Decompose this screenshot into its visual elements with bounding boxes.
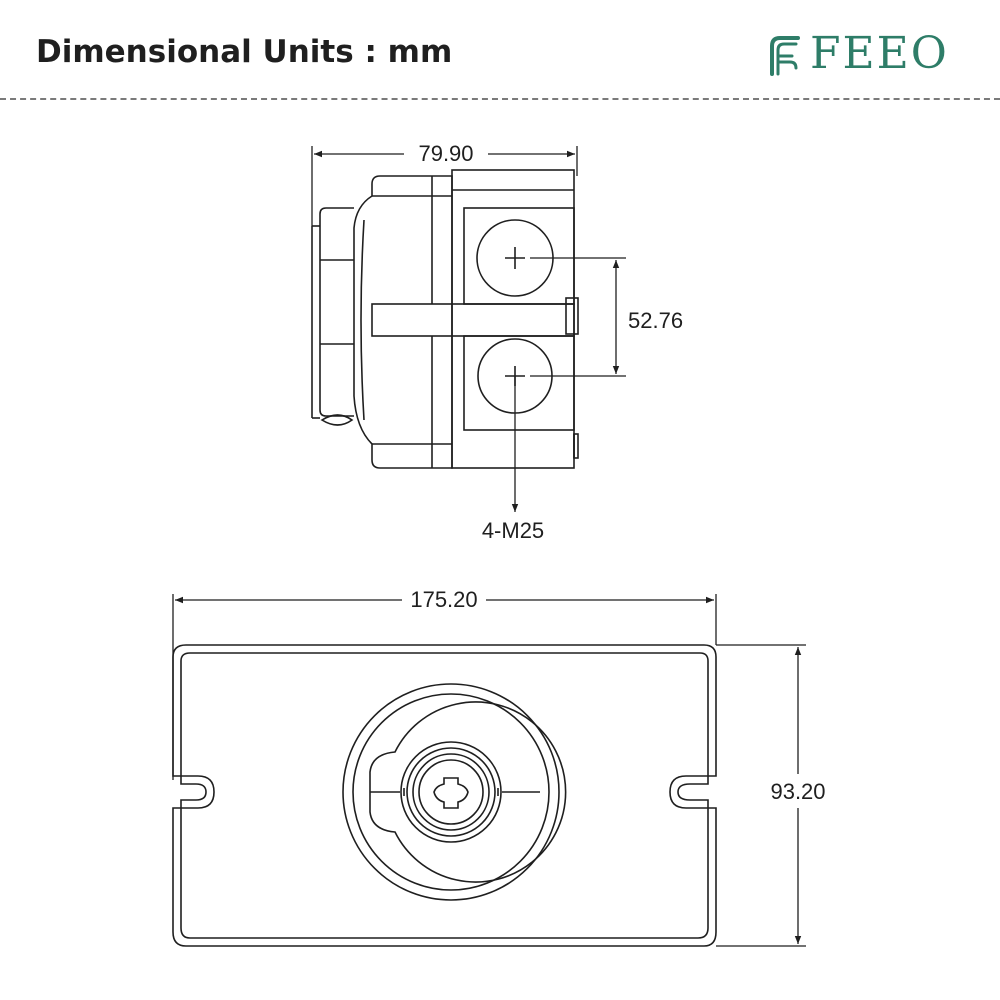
- front-view-cover-ring: [342, 683, 560, 901]
- dim-label-side-width: 79.90: [418, 141, 473, 166]
- side-view: [311, 169, 579, 469]
- side-view-cover: [353, 175, 453, 469]
- front-view-shaft-ring: [400, 741, 502, 843]
- side-view-handle: [319, 207, 354, 417]
- dim-label-front-width: 175.20: [410, 587, 477, 612]
- side-view-mounting-rail: [371, 303, 575, 337]
- front-view-shaft-ring: [406, 747, 496, 837]
- front-view-dimensions: [172, 594, 806, 947]
- front-view-shaft-ring: [418, 759, 484, 825]
- front-view-cover-ring-inner: [352, 693, 550, 891]
- side-view-lock-tab: [320, 414, 354, 426]
- front-view-shaft: [433, 777, 469, 809]
- front-view-shaft-notch: [403, 788, 499, 796]
- front-view-shaft-ring: [412, 753, 490, 831]
- dim-label-front-height: 93.20: [770, 779, 825, 804]
- side-view-cover-curve: [360, 219, 365, 421]
- front-view: [172, 644, 717, 947]
- dim-label-hole-spacing: 52.76: [628, 308, 683, 333]
- brand-name: FEEO: [810, 28, 949, 79]
- dim-label-gland-spec: 4-M25: [482, 518, 544, 543]
- side-view-rail-end: [565, 297, 579, 335]
- dimension-labels: 79.90 52.76 4-M25 175.20 93.20: [410, 141, 825, 804]
- brand-logo: FEEO: [768, 28, 949, 80]
- header-divider: [0, 98, 1000, 100]
- page-title: Dimensional Units : mm: [36, 34, 453, 70]
- side-view-clip: [573, 433, 579, 459]
- front-view-outline-outer: [172, 644, 717, 947]
- front-view-outline-inner: [180, 652, 709, 939]
- side-view-knockout-upper: [463, 207, 575, 305]
- feeo-logo-icon: [770, 36, 800, 76]
- side-view-base: [451, 169, 575, 469]
- side-view-knockout-lower: [463, 335, 575, 431]
- front-view-dial: [369, 701, 567, 883]
- side-view-dimensions: [311, 146, 626, 512]
